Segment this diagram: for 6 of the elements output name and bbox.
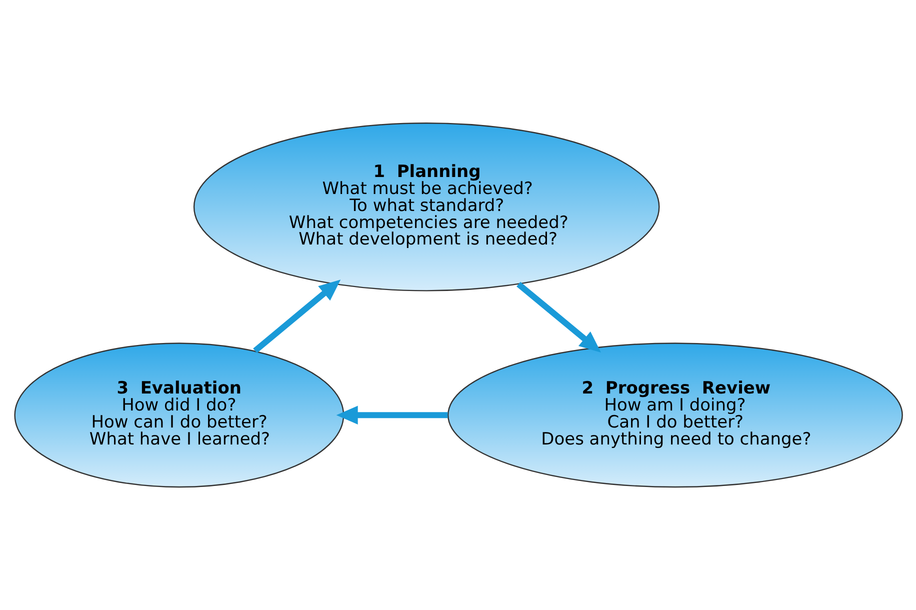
node-ellipse: 3 Evaluation How did I do? How can I do better? What have I learned? bbox=[14, 342, 344, 488]
node-ellipse: 1 Planning What must be achieved? To what standard? What competencies are needed? What development is needed? bbox=[192, 122, 660, 292]
node-ellipse: 2 Progress Review How am I doing? Can I do better? Does anything need to change? bbox=[446, 342, 902, 488]
arrow bbox=[516, 282, 600, 352]
arrow bbox=[336, 406, 448, 425]
arrow bbox=[252, 280, 340, 354]
